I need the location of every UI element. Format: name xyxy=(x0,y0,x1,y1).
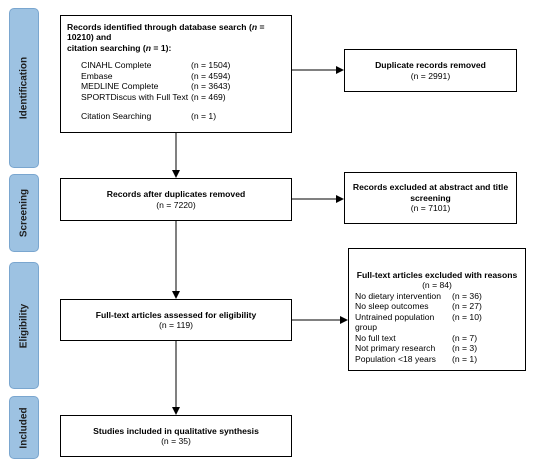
records-excluded-label-1: Records excluded at abstract and title xyxy=(352,182,509,193)
records-after-duplicates-count: (n = 7220) xyxy=(156,199,196,210)
exclusion-reason-row: Not primary research(n = 3) xyxy=(355,343,478,354)
fulltext-assessed-count: (n = 119) xyxy=(159,320,193,330)
duplicates-removed-count: (n = 2991) xyxy=(410,70,451,81)
duplicates-removed-box: Duplicate records removed (n = 2991) xyxy=(344,49,517,92)
fulltext-assessed-label: Full-text articles assessed for eligibil… xyxy=(95,309,257,320)
records-excluded-count: (n = 7101) xyxy=(410,203,451,214)
fulltext-excluded-title: Full-text articles excluded with reasons xyxy=(356,270,518,280)
studies-included-count: (n = 35) xyxy=(161,436,191,446)
phase-identification-label: Identification xyxy=(18,56,30,120)
records-excluded-label-2: screening xyxy=(410,192,451,203)
exclusion-reason-row: No dietary intervention(n = 36) xyxy=(355,290,482,301)
records-excluded-box: Records excluded at abstract and title s… xyxy=(344,172,517,224)
records-after-duplicates-box: Records after duplicates removed (n = 72… xyxy=(60,178,292,221)
database-row: Embase(n = 4594) xyxy=(81,70,231,81)
database-row: CINAHL Complete(n = 1504) xyxy=(81,60,231,71)
phase-eligibility: Eligibility xyxy=(9,262,39,389)
fulltext-assessed-box: Full-text articles assessed for eligibil… xyxy=(60,299,292,341)
records-identified-title: Records identified through database sear… xyxy=(67,22,265,53)
exclusion-reasons-list: No dietary intervention(n = 36) No sleep… xyxy=(355,291,525,364)
records-identified-box: Records identified through database sear… xyxy=(60,15,292,133)
database-row: SPORTDiscus with Full Text(n = 469) xyxy=(81,91,226,102)
phase-identification: Identification xyxy=(9,8,39,168)
records-after-duplicates-label: Records after duplicates removed xyxy=(106,189,246,200)
fulltext-excluded-box: Full-text articles excluded with reasons… xyxy=(348,248,526,371)
exclusion-reason-row: No sleep outcomes(n = 27) xyxy=(355,301,482,312)
phase-eligibility-label: Eligibility xyxy=(18,303,30,348)
phase-included-label: Included xyxy=(18,406,30,449)
phase-screening-label: Screening xyxy=(18,188,30,238)
studies-included-label: Studies included in qualitative synthesi… xyxy=(93,425,259,436)
phase-screening: Screening xyxy=(9,174,39,252)
citation-row: Citation Searching(n = 1) xyxy=(81,111,217,122)
phase-included: Included xyxy=(9,396,39,459)
exclusion-reason-row: No full text(n = 7) xyxy=(355,332,478,343)
database-row: MEDLINE Complete(n = 3643) xyxy=(81,81,231,92)
exclusion-reason-row: Untrained population group(n = 10) xyxy=(355,311,482,333)
exclusion-reason-row: Population <18 years(n = 1) xyxy=(355,353,478,364)
database-list: CINAHL Complete(n = 1504) Embase(n = 459… xyxy=(81,60,285,121)
studies-included-box: Studies included in qualitative synthesi… xyxy=(60,415,292,457)
fulltext-excluded-count: (n = 84) xyxy=(422,280,452,291)
duplicates-removed-label: Duplicate records removed xyxy=(375,60,486,71)
